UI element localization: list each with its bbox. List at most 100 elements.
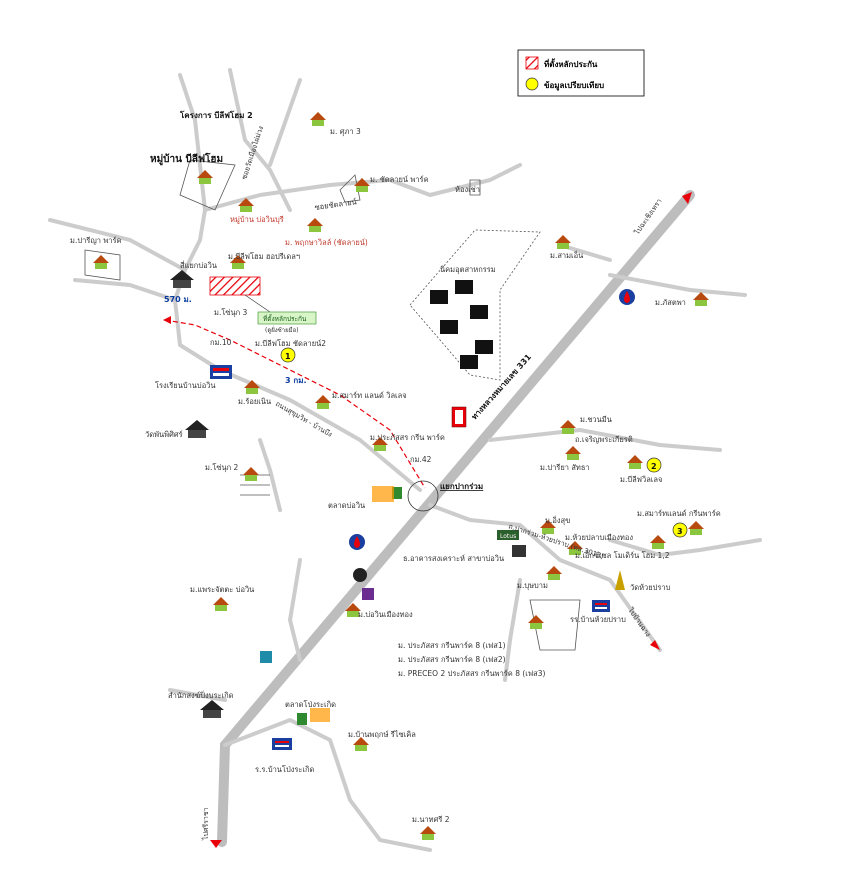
house-icons — [93, 112, 709, 840]
bank-icon — [512, 545, 526, 557]
bank-kbank-icon — [260, 651, 272, 663]
gas-station-icon — [349, 534, 365, 550]
house-icon — [307, 218, 323, 232]
label-lotus: Lotus — [500, 533, 516, 540]
label-bank-thai: ธ.อาคารสงเคราะห์ สาขาบ่อวิน — [403, 554, 504, 563]
label-kaset: ม.ภัสตพา — [655, 298, 686, 307]
road-bottom-right — [223, 718, 432, 852]
road-soi-vertical — [228, 68, 292, 212]
label-pinthong: ม.บ้านพฤกษ์ รีไซเคิล — [348, 730, 416, 739]
school-icons — [210, 365, 610, 750]
label-site-callout: ที่ตั้งหลักประกัน — [263, 314, 307, 323]
plot-paree — [84, 249, 121, 281]
label-school-bowin: โรงเรียนบ้านบ่อวิน — [155, 381, 216, 390]
label-hong-chao: ห้องเช่า — [455, 185, 480, 194]
road-upper-diag — [268, 78, 302, 167]
house-icon — [238, 198, 254, 212]
label-chonmin: ม.ชวนมีน — [580, 415, 612, 424]
label-prapas2: ม. ประภัสสร กรีนพาร์ค 8 (เฟส2) — [398, 655, 506, 664]
house-icon — [555, 235, 571, 249]
label-smart-land: ม.สมาร์ท แลนด์ วิลเลจ — [332, 391, 407, 400]
house-icon — [546, 566, 562, 580]
site-callout-line — [244, 294, 271, 313]
house-icon — [528, 615, 544, 629]
compare-marker-2 — [646, 457, 662, 473]
label-num2: 2 — [651, 462, 657, 471]
label-dist-3km: 3 กม. — [285, 376, 307, 385]
road-lower-center — [288, 558, 302, 662]
label-prapas1: ม. ประภัสสร กรีนพาร์ค 8 (เฟส1) — [398, 641, 506, 650]
label-pakhong: ม.แพระจัตตะ บ่อวิน — [190, 585, 254, 594]
arrow-to-sriracha-icon — [210, 840, 222, 848]
label-pruksa: ม. พฤกษาวิลล์ (ชัดลายน์) — [285, 238, 368, 247]
temple-icon — [185, 420, 209, 438]
label-prachatip-park: ม.ประภัสสร กรีน พาร์ค — [370, 433, 445, 442]
label-baan-pru: หมู่บ้าน บ่อวินบุรี — [230, 215, 284, 224]
label-muang-thong: ม.บ่อวินเมืองทอง — [358, 610, 413, 619]
road-right-top — [608, 273, 747, 297]
house-icon — [345, 603, 361, 617]
school-icon — [592, 600, 610, 612]
label-roi-mon: ม.ร้อยเนิน — [238, 397, 271, 406]
plot-hongchao — [469, 179, 481, 196]
misc-icons — [260, 406, 625, 725]
label-wat-sriracha: วัดพันพิศิศร์ — [145, 430, 183, 439]
lotus-icon — [497, 530, 519, 540]
house-icon — [197, 170, 213, 184]
label-dist-570: 570 ม. — [164, 295, 192, 304]
house-icon — [567, 541, 583, 555]
road-inner-right — [503, 578, 522, 682]
label-charoen: ถ.เจริญพระเกียรติ — [575, 435, 633, 444]
label-num3: 3 — [677, 527, 683, 536]
label-market-bowin: ตลาดบ่อวิน — [328, 501, 365, 510]
house-icon — [693, 292, 709, 306]
label-paree-park: ม.ปารีญา พาร์ค — [70, 236, 122, 245]
label-km10: กม.10 — [210, 338, 232, 347]
label-bowin-junction: สี่แยกบ่อวิน — [180, 260, 217, 270]
house-icon — [560, 420, 576, 434]
house-icon — [353, 737, 369, 751]
house-icon — [650, 535, 666, 549]
road-top-right — [203, 163, 522, 212]
label-believe-home2: ม.บีลีฟโฮม ชัดลายน์2 — [255, 339, 326, 348]
road-right-low — [608, 538, 762, 557]
shop-icon — [362, 588, 374, 600]
legend: ที่ตั้งหลักประกัน ข้อมูลเปรียบเทียบ — [517, 49, 645, 97]
road-network — [48, 68, 762, 852]
road-bottom-left — [168, 688, 227, 702]
arrow-to-rayong-icon — [650, 640, 660, 650]
road-right-mid — [488, 428, 722, 452]
label-prapas3: ม. PRECEO 2 ประภัสสร กรีนพาร์ค 8 (เฟส3) — [398, 669, 546, 678]
label-huay-pla: ม.ห้วยปลาบเมืองทอง — [565, 533, 633, 542]
legend-box — [517, 49, 645, 97]
house-icon — [688, 521, 704, 535]
label-pariya-sattha: ม.ปารียา สัทธา — [540, 463, 590, 472]
label-km42: กม.42 — [410, 455, 432, 464]
label-smart-land2: ม.สมาร์ทแลนด์ กรีนพาร์ค — [637, 509, 721, 518]
site-hatch — [209, 276, 261, 296]
legend-site-label: ที่ตั้งหลักประกัน — [544, 58, 598, 69]
label-num1: 1 — [285, 352, 291, 361]
pagoda-icon — [615, 570, 625, 590]
route-to-site — [164, 319, 426, 489]
label-site-callout-sub: (ดูฝั่งซ้ายมือ) — [265, 326, 299, 334]
route-arrow-left — [163, 316, 171, 324]
label-to-rayong: ไปบ้านฉาง — [626, 605, 653, 638]
label-supha: ม. ศุภา 3 — [330, 127, 361, 136]
legend-compare-label: ข้อมูลเปรียบเทียบ — [544, 80, 604, 91]
house-icon — [230, 255, 246, 269]
label-believe-place: ม.บีลีฟโฮม ฮอปรีเดลฯ — [228, 252, 300, 261]
market-icon — [310, 708, 330, 722]
label-winner-village: ม.บีลีฟวิลเลจ — [620, 475, 662, 484]
school-icon — [272, 738, 292, 750]
factory-icons — [430, 280, 493, 369]
house-icon — [627, 455, 643, 469]
house-icon — [372, 437, 388, 451]
gas-station-icon — [619, 289, 635, 305]
house-icon — [315, 395, 331, 409]
junction-circle — [407, 480, 439, 512]
legend-compare-swatch — [525, 77, 539, 91]
label-sonuk2: ม.โซ่นุก 2 — [205, 463, 238, 472]
legend-site-swatch — [525, 56, 539, 70]
